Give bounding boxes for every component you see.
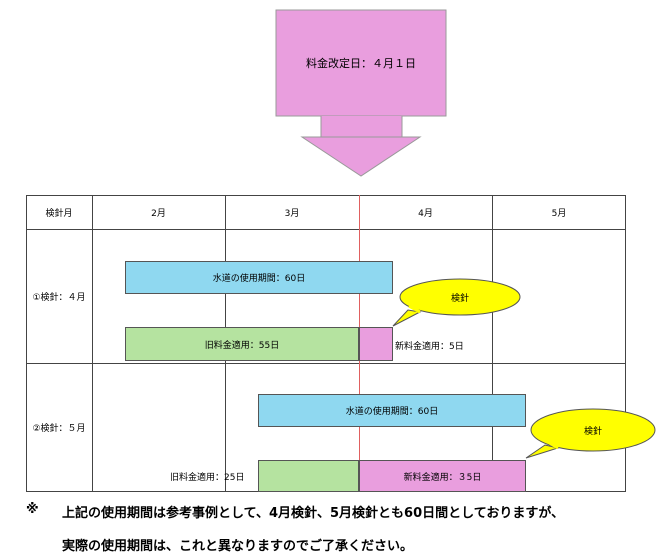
revision-arrow [275,9,447,177]
callout-may [525,408,656,459]
new-rate-label-april: 新料金適用：5日 [395,342,464,352]
revision-date-banner: 料金改定日：４月１日 [306,57,416,70]
header-meter-month: 検針月 [45,208,73,219]
table-border-right [625,195,626,492]
note-line-2: 実際の使用期間は、これと異なりますのでご了承ください。 [62,539,414,554]
old-rate-bar-may [258,460,359,492]
arrow-head-shape [321,116,402,137]
table-border-left [26,195,27,492]
old-rate-label-may: 旧料金適用：25日 [170,473,245,483]
old-rate-bar-april: 旧料金適用：55日 [125,327,359,361]
row-label-april: ①検針：４月 [32,292,86,303]
callout-april-text: 検針 [450,293,469,304]
callout-may-text: 検針 [583,426,602,437]
note-line-1: 上記の使用期間は参考事例として、4月検針、5月検針とも60日間としておりますが、 [62,506,565,521]
table-border-top [26,195,626,196]
new-rate-bar-april [359,327,393,361]
arrow-box [275,9,447,117]
new-rate-bar-may: 新料金適用：３5日 [359,460,526,492]
arrow-triangle [300,136,422,177]
water-period-bar-april: 水道の使用期間：60日 [125,261,393,294]
header-divider [26,229,626,230]
note-mark: ※ [26,502,39,517]
header-month-mar: 3月 [284,208,300,219]
header-month-feb: 2月 [151,208,166,219]
header-month-may: 5月 [551,208,567,219]
month-divider-4-5 [492,195,493,492]
row-divider [26,363,626,364]
header-month-apr: 4月 [418,208,433,219]
water-period-bar-may: 水道の使用期間：60日 [258,394,526,427]
callout-april [392,278,521,327]
label-column-divider [92,195,93,492]
row-label-may: ②検針：５月 [32,423,86,434]
